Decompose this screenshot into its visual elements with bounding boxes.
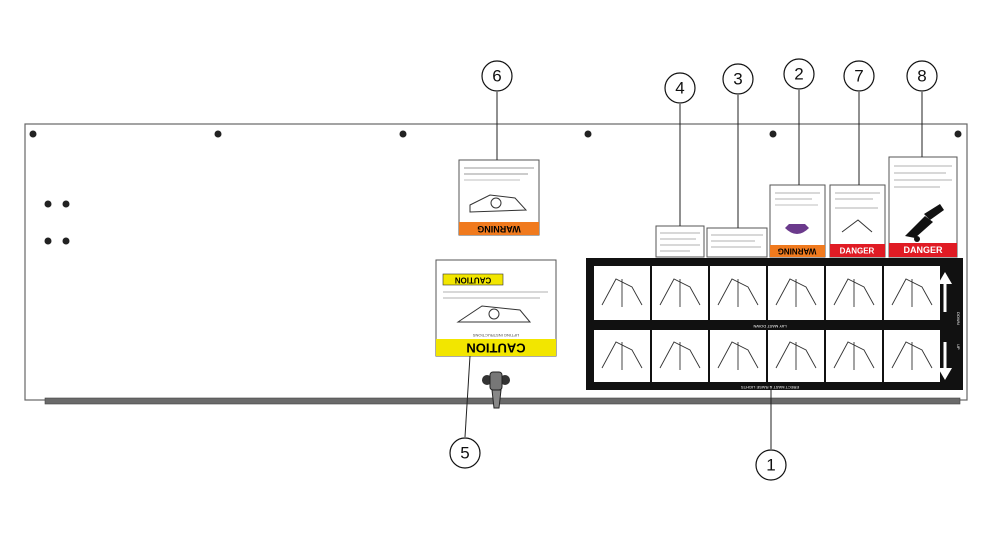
danger-band (830, 244, 885, 257)
callout-7: 7 (843, 60, 875, 92)
mount-hole (954, 130, 962, 138)
decal-7-danger: DANGER (829, 184, 886, 258)
warning-band (770, 245, 825, 257)
callout-label: 8 (917, 67, 926, 86)
arrow-up-icon (938, 272, 952, 312)
instruction-row-bottom (594, 330, 940, 382)
danger-band (889, 243, 957, 257)
erect-mast-text: ERECT MAST & RAISE LIGHTS (741, 385, 799, 390)
mount-hole (62, 200, 70, 208)
callout-4: 4 (664, 72, 696, 104)
instruction-pictogram (775, 341, 817, 370)
instruction-pictogram (833, 341, 875, 370)
callout-2: 2 (783, 58, 815, 90)
callout-1: 1 (755, 449, 787, 481)
instruction-pictogram (717, 278, 759, 307)
mount-hole (29, 130, 37, 138)
mount-hole (399, 130, 407, 138)
decal-5-caution: CAUTION LIFTING INSTRUCTIONS CAUTION (435, 259, 557, 357)
mount-hole (214, 130, 222, 138)
decal-2-warning: WARNING (769, 184, 826, 258)
callout-label: 3 (733, 70, 742, 89)
callout-label: 5 (460, 444, 469, 463)
side-label-up: UP (956, 344, 961, 350)
caution-band (436, 339, 556, 356)
caution-band-small (442, 273, 504, 286)
warning-band (459, 222, 539, 235)
callout-label: 6 (492, 67, 501, 86)
callout-label: 4 (675, 79, 684, 98)
callout-label: 2 (794, 65, 803, 84)
caution-text-5: CAUTION (466, 341, 525, 356)
lifting-instructions-text: LIFTING INSTRUCTIONS (472, 333, 519, 338)
callout-5: 5 (449, 437, 481, 469)
decal-3 (706, 227, 768, 258)
latch-handle (482, 371, 510, 409)
crush-hazard-icon (905, 216, 933, 238)
instruction-pictogram (601, 341, 643, 370)
mount-hole (44, 200, 52, 208)
callout-3: 3 (722, 63, 754, 95)
leader-lines (464, 90, 923, 449)
instruction-pictogram (659, 341, 701, 370)
callout-label: 1 (766, 456, 775, 475)
callout-label: 7 (854, 67, 863, 86)
instruction-pictogram (775, 278, 817, 307)
instruction-pictogram (601, 278, 643, 307)
warning-text-2: WARNING (778, 247, 817, 256)
instruction-row-top (594, 266, 940, 320)
danger-text-8: DANGER (903, 245, 943, 255)
warning-text-6: WARNING (477, 224, 521, 234)
instruction-pictogram (891, 341, 933, 370)
instruction-pictogram (659, 278, 701, 307)
lay-mast-down-text: LAY MAST DOWN (753, 324, 786, 329)
danger-text-7: DANGER (840, 247, 875, 256)
mount-hole (769, 130, 777, 138)
decal-8-danger: DANGER (888, 156, 958, 258)
caution-text-small: CAUTION (455, 276, 492, 285)
decal-6-warning: WARNING (458, 159, 540, 236)
callout-6: 6 (481, 60, 513, 92)
callout-8: 8 (906, 60, 938, 92)
mount-hole (584, 130, 592, 138)
decal-1-instructions: LAY MAST DOWN ERECT MAST & RAISE LIGHTS … (586, 258, 963, 390)
instruction-pictogram (833, 278, 875, 307)
decal-4 (655, 225, 705, 258)
instruction-pictogram (891, 278, 933, 307)
instruction-pictogram (717, 341, 759, 370)
arrow-down-icon (938, 342, 952, 380)
mount-hole (44, 237, 52, 245)
side-label-down: DOWN (956, 312, 961, 325)
mount-hole (62, 237, 70, 245)
hand-hazard-icon (785, 224, 809, 234)
